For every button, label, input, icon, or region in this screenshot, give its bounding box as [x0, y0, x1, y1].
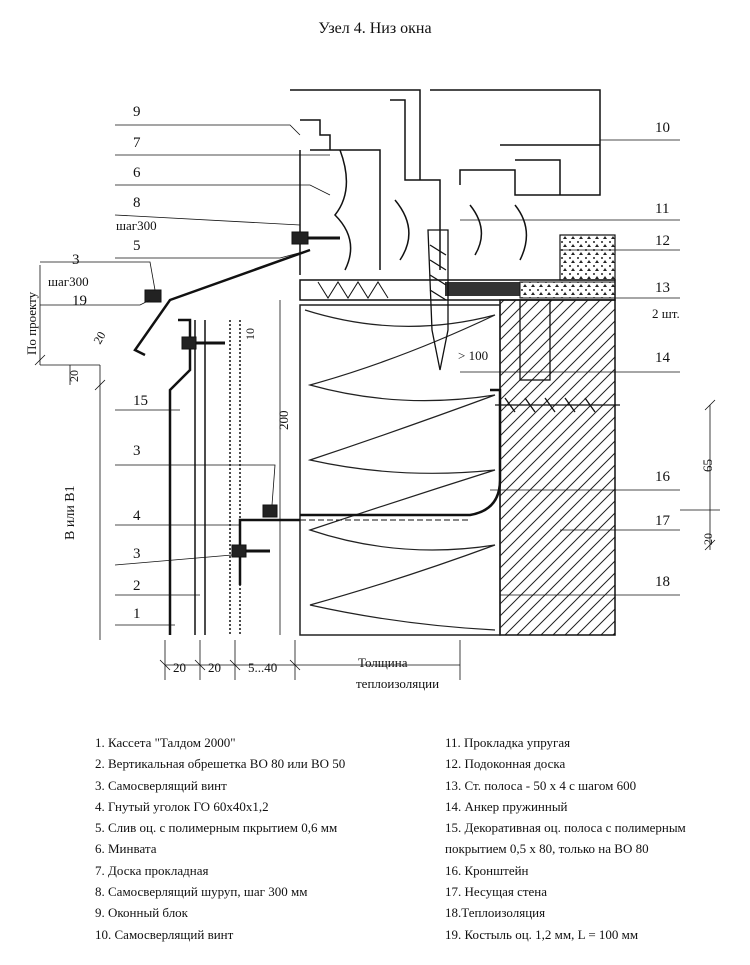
spring-anchor: [427, 229, 620, 413]
dim-gt-100: > 100: [458, 348, 488, 363]
dim-65: 65: [700, 459, 715, 472]
dim-10: 10: [243, 328, 257, 340]
callout-step-300-a: шаг300: [116, 218, 157, 233]
callout-11: 11: [655, 201, 669, 217]
dim-po-proektu: По проекту: [24, 291, 39, 355]
legend-item: 5. Слив оц. с полимерным пкрытием 0,6 мм: [95, 820, 338, 836]
callout-4: 4: [133, 508, 141, 524]
legend-item: 17. Несущая стена: [445, 884, 548, 900]
legend-item: 16. Кронштейн: [445, 862, 529, 878]
window-block: [290, 89, 601, 275]
sill-filler: [519, 281, 616, 299]
legend-item: 19. Костыль оц. 1,2 мм, L = 100 мм: [445, 926, 639, 942]
callout-7: 7: [133, 135, 141, 151]
gasket: [317, 281, 389, 299]
callout-10: 10: [655, 120, 670, 136]
dim-20-c: 20: [701, 533, 715, 545]
legend-item: 18.Теплоизоляция: [445, 905, 546, 921]
dim-bottom-20-a: 20: [173, 660, 186, 675]
legend-item: 6. Минвата: [95, 841, 157, 857]
legend-item: 1. Кассета "Талдом 2000": [95, 735, 236, 750]
callout-15: 15: [133, 393, 148, 409]
cassette: [168, 318, 192, 635]
legend-item: 10. Самосверлящий винт: [95, 926, 234, 942]
callout-9: 9: [133, 104, 141, 120]
callout-12: 12: [655, 233, 670, 249]
callout-3-top: 3: [72, 252, 80, 268]
legend-item: 2. Вертикальная обрешетка ВО 80 или ВО 5…: [95, 756, 346, 772]
self-drilling-screws: [144, 231, 340, 558]
legend-item: 14. Анкер пружинный: [445, 798, 568, 814]
legend-item: 9. Оконный блок: [95, 905, 188, 921]
dim-bottom-20-b: 20: [208, 660, 221, 675]
callout-13: 13: [655, 280, 670, 296]
bracket: [300, 388, 502, 517]
callout-8: 8: [133, 195, 141, 211]
dim-200: 200: [276, 411, 291, 431]
legend-item: 15. Декоративная оц. полоса с полимерным: [445, 820, 686, 836]
callout-17: 17: [655, 513, 671, 529]
dim-thickness-line1: Толщина: [358, 655, 408, 670]
callout-2: 2: [133, 578, 141, 594]
section-drawing: 9 7 6 8 шаг300 5 3 шаг300 19 15 3 4 3 2 …: [24, 89, 720, 691]
drip-flashing: [133, 248, 311, 357]
callout-leaders: [40, 124, 680, 626]
dimension-lines: [34, 265, 720, 680]
drawing-title: Узел 4. Низ окна: [318, 20, 432, 37]
legend-item: покрытием 0,5 х 80, только на ВО 80: [445, 841, 649, 857]
callout-18: 18: [655, 574, 670, 590]
dim-bottom-5-40: 5...40: [248, 660, 277, 675]
legend-item: 12. Подоконная доска: [445, 756, 566, 772]
callout-1: 1: [133, 606, 141, 622]
gasket-strip: [445, 282, 520, 296]
callout-3-low: 3: [133, 546, 141, 562]
callout-14: 14: [655, 350, 671, 366]
callout-3-mid: 3: [133, 443, 141, 459]
legend-item: 11. Прокладка упругая: [445, 735, 571, 750]
dim-20-a: 20: [90, 329, 108, 346]
legend-item: 8. Самосверлящий шуруп, шаг 300 мм: [95, 884, 308, 900]
callout-6: 6: [133, 165, 141, 181]
dim-20-b: 20: [67, 370, 81, 382]
callout-19: 19: [72, 293, 87, 309]
sill-board: [559, 234, 616, 281]
callout-5: 5: [133, 238, 141, 254]
legend-item: 3. Самосверлящий винт: [95, 777, 227, 793]
callout-16: 16: [655, 469, 671, 485]
legend-left: 1. Кассета "Талдом 2000" 2. Вертикальная…: [95, 732, 345, 945]
dim-thickness-line2: теплоизоляции: [356, 676, 439, 691]
load-bearing-wall: [499, 299, 616, 636]
legend-item: 4. Гнутый уголок ГО 60х40х1,2: [95, 798, 269, 814]
legend-right: 11. Прокладка упругая 12. Подоконная дос…: [445, 732, 686, 945]
legend-item: 7. Доска прокладная: [95, 862, 209, 878]
dim-v-ili-v1: В или В1: [63, 485, 78, 540]
legend-item: 13. Ст. полоса - 50 х 4 с шагом 600: [445, 777, 637, 793]
callout-step-300-b: шаг300: [48, 274, 89, 289]
vertical-battens: [194, 320, 241, 635]
callout-2-pcs: 2 шт.: [652, 306, 680, 321]
